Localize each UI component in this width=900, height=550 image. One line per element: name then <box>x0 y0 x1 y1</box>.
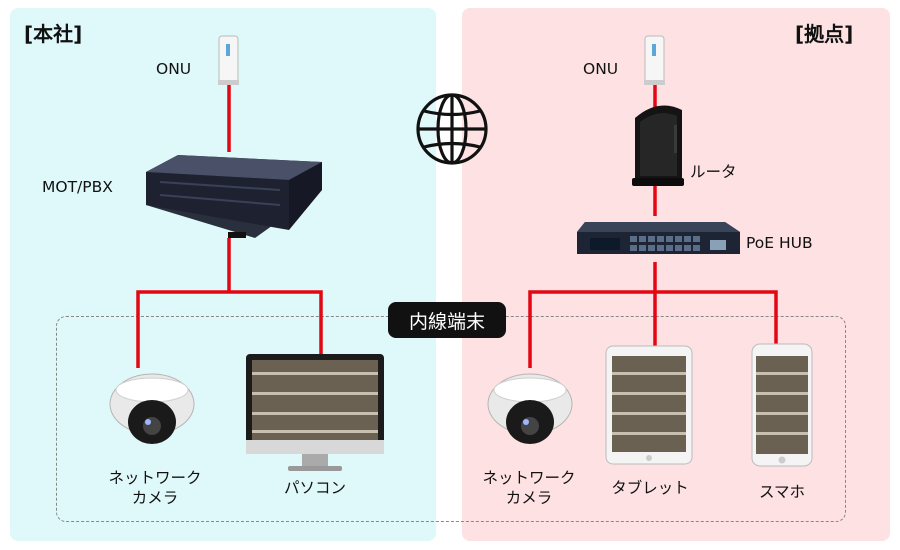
router-label: ルータ <box>690 163 737 181</box>
tablet-label: タブレット <box>611 479 689 497</box>
onu-icon <box>218 35 239 85</box>
internal-terminals-label: 内線端末 <box>388 302 506 338</box>
tablet-icon <box>605 345 693 465</box>
globe-icon <box>416 93 488 165</box>
pc-label: パソコン <box>283 479 346 497</box>
hub-icon <box>577 222 740 254</box>
camera-label-right: ネットワーク カメラ <box>468 468 590 508</box>
camera-label-left-line1: ネットワーク <box>108 469 202 487</box>
branch-title: [拠点] <box>795 22 854 46</box>
smartphone-label: スマホ <box>758 483 806 501</box>
camera-icon <box>109 373 195 444</box>
onu-icon <box>644 35 665 85</box>
monitor-icon <box>246 354 384 471</box>
onu-label-right: ONU <box>583 60 619 78</box>
router-icon <box>632 105 684 186</box>
line-right-branch <box>528 290 778 368</box>
camera-label-right-line1: ネットワーク <box>482 469 576 487</box>
head-office-title: [本社] <box>24 22 83 46</box>
camera-label-right-line2: カメラ <box>505 489 553 507</box>
pbx-label: MOT/PBX <box>42 178 113 196</box>
camera-icon <box>487 373 573 444</box>
line-left-branch <box>136 290 323 368</box>
camera-label-left: ネットワーク カメラ <box>94 468 216 508</box>
onu-label-left: ONU <box>156 60 192 78</box>
camera-label-left-line2: カメラ <box>131 489 179 507</box>
pbx-icon <box>146 155 322 238</box>
connection-lines <box>136 82 778 368</box>
smartphone-icon <box>751 343 813 467</box>
hub-label: PoE HUB <box>746 234 813 252</box>
